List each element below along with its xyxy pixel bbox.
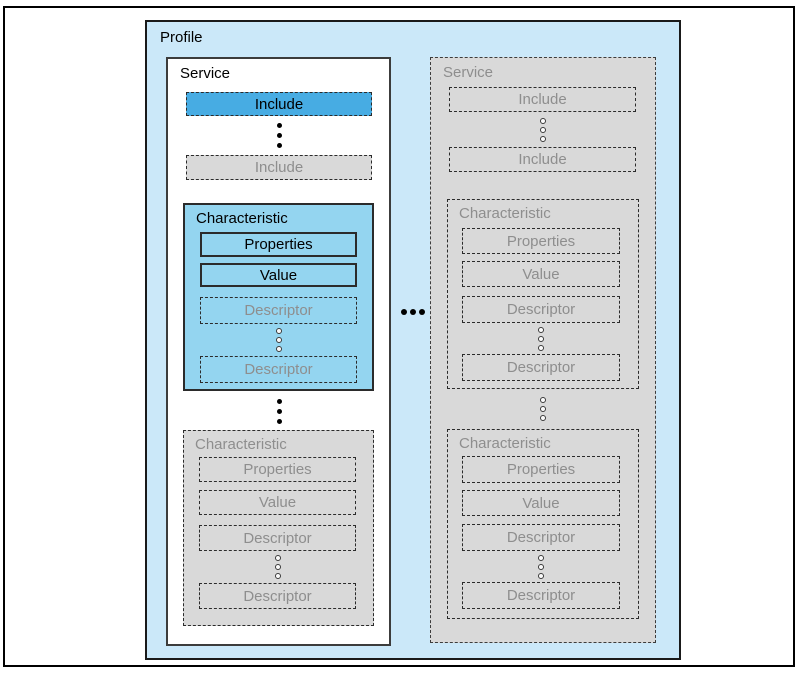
characteristic-box: Characteristic Properties Value Descript…	[447, 429, 639, 619]
vertical-ellipsis-icon	[186, 396, 372, 426]
vertical-ellipsis-icon	[462, 554, 620, 580]
service-box-muted: Service Include Include Characteristic P…	[430, 57, 656, 643]
descriptor-box: Descriptor	[199, 525, 356, 551]
characteristic-box: Characteristic Properties Value Descript…	[183, 203, 374, 391]
characteristic-label: Characteristic	[459, 435, 551, 452]
include-box: Include	[449, 87, 636, 112]
include-box: Include	[186, 155, 372, 180]
include-box: Include	[449, 147, 636, 172]
include-box: Include	[186, 92, 372, 116]
value-box: Value	[462, 261, 620, 287]
descriptor-box: Descriptor	[462, 354, 620, 381]
value-box: Value	[200, 263, 357, 287]
service-label: Service	[180, 65, 231, 82]
descriptor-box: Descriptor	[462, 524, 620, 551]
value-box: Value	[199, 490, 356, 515]
characteristic-box: Characteristic Properties Value Descript…	[447, 199, 639, 389]
service-box-primary: Service Include Include Characteristic P…	[166, 57, 391, 646]
characteristic-box: Characteristic Properties Value Descript…	[183, 430, 374, 626]
characteristic-label: Characteristic	[459, 205, 551, 222]
service-label: Service	[443, 64, 494, 81]
vertical-ellipsis-icon	[186, 120, 372, 150]
vertical-ellipsis-icon	[449, 394, 636, 424]
vertical-ellipsis-icon	[462, 326, 620, 352]
properties-box: Properties	[200, 232, 357, 257]
descriptor-box: Descriptor	[462, 582, 620, 609]
horizontal-ellipsis-icon	[396, 306, 430, 318]
vertical-ellipsis-icon	[449, 116, 636, 144]
descriptor-box: Descriptor	[199, 583, 356, 609]
outer-frame: Profile Service Include Include Characte…	[3, 6, 795, 667]
characteristic-label: Characteristic	[196, 210, 288, 227]
value-box: Value	[462, 490, 620, 516]
properties-box: Properties	[199, 457, 356, 482]
vertical-ellipsis-icon	[200, 326, 357, 354]
profile-label: Profile	[160, 29, 203, 46]
descriptor-box: Descriptor	[200, 356, 357, 383]
properties-box: Properties	[462, 228, 620, 254]
profile-box: Profile Service Include Include Characte…	[145, 20, 681, 660]
vertical-ellipsis-icon	[199, 553, 356, 581]
properties-box: Properties	[462, 456, 620, 483]
characteristic-label: Characteristic	[195, 436, 287, 453]
descriptor-box: Descriptor	[462, 296, 620, 323]
descriptor-box: Descriptor	[200, 297, 357, 324]
